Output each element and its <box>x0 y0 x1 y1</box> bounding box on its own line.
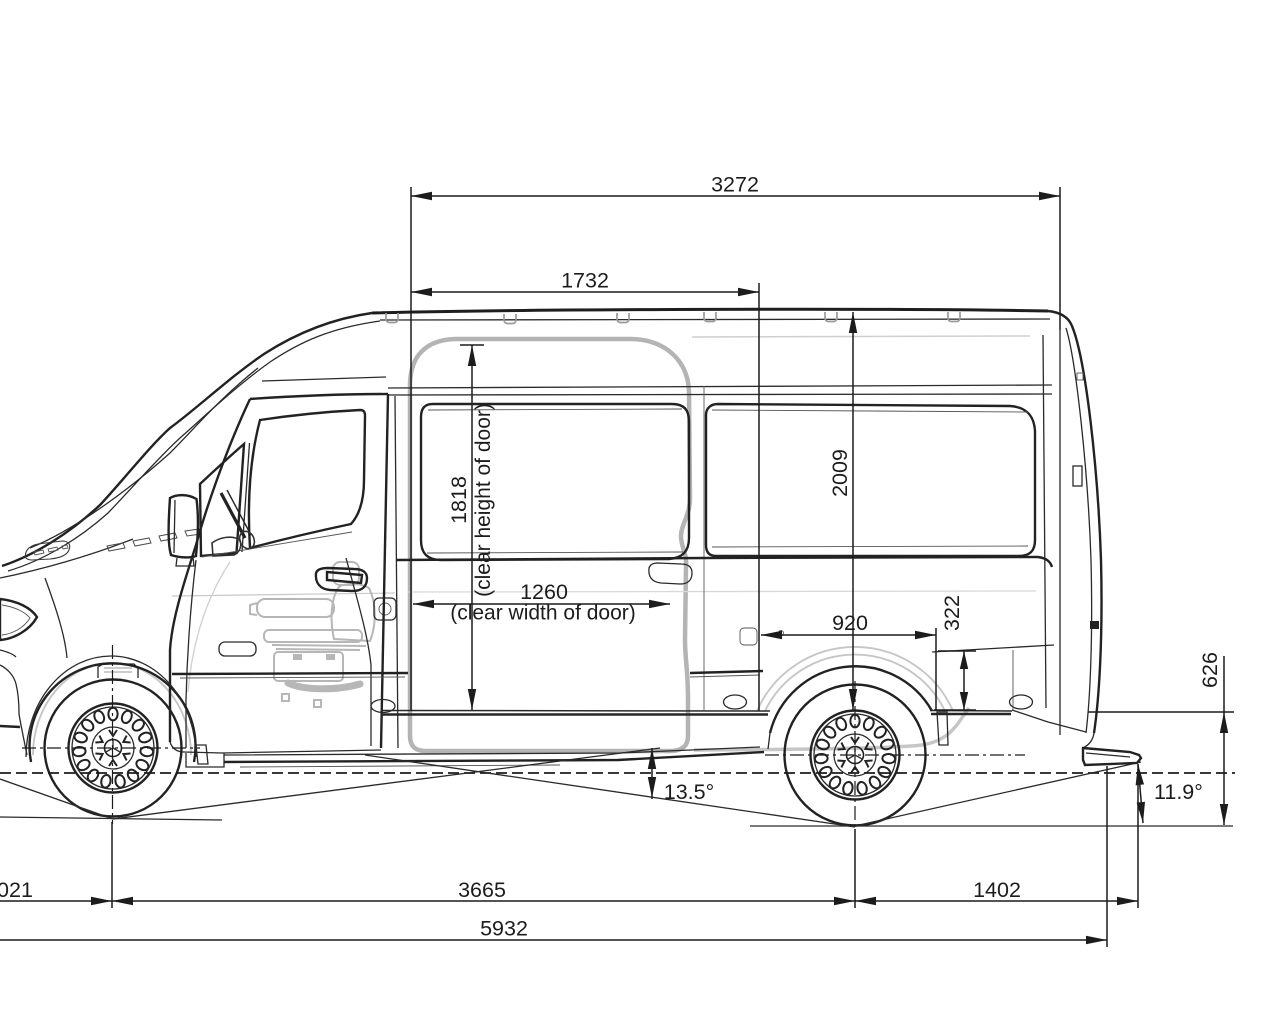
svg-text:(clear width of door): (clear width of door) <box>450 602 636 625</box>
svg-text:3665: 3665 <box>458 878 506 902</box>
svg-text:3272: 3272 <box>711 173 759 197</box>
svg-text:1402: 1402 <box>973 878 1021 902</box>
svg-text:1021: 1021 <box>0 878 33 902</box>
svg-text:1818: 1818 <box>447 476 471 524</box>
svg-text:1260: 1260 <box>520 580 568 604</box>
svg-text:(clear height of door): (clear height of door) <box>472 403 495 597</box>
svg-text:626: 626 <box>1198 652 1222 688</box>
svg-text:1732: 1732 <box>561 269 609 293</box>
svg-text:322: 322 <box>940 595 964 631</box>
svg-text:5932: 5932 <box>480 917 528 941</box>
svg-text:11.9°: 11.9° <box>1154 780 1203 804</box>
svg-text:2009: 2009 <box>828 449 852 497</box>
svg-text:920: 920 <box>832 611 868 635</box>
svg-text:13.5°: 13.5° <box>664 780 714 804</box>
